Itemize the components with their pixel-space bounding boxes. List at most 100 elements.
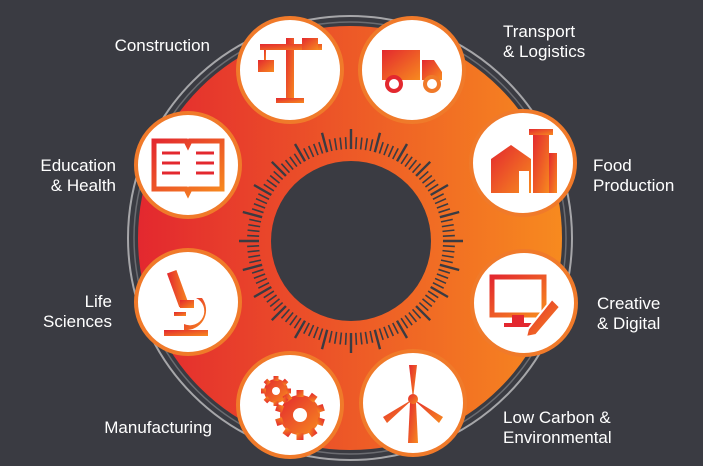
manufacturing-node[interactable] [236,351,344,459]
ring-tick [439,263,460,272]
ring-tick [333,138,338,151]
ring-tick [387,324,395,337]
ring-tick [415,305,432,322]
ring-tick [248,223,261,228]
microscope-icon [164,270,208,336]
ring-tick [442,245,455,248]
ring-tick [280,308,291,319]
ring-tick [424,179,436,188]
ring-tick [400,317,409,329]
food-node[interactable] [469,109,577,217]
transport-node[interactable] [358,16,466,124]
lowcarbon-node[interactable] [359,349,467,457]
ring-tick [392,322,399,335]
ring-tick [432,282,445,289]
truck-icon [382,50,442,93]
ring-tick [255,197,268,205]
ring-tick [318,141,324,154]
ring-tick [293,320,307,339]
ring-tick [263,290,275,299]
ring-tick [273,170,284,181]
ring-tick [255,277,268,285]
ring-tick [242,263,263,272]
ring-tick [442,234,455,237]
ring-tick [408,159,418,171]
gear-tooth [263,396,271,404]
ring-tick [284,159,294,171]
ring-tick [404,314,413,326]
ring-tick [411,308,422,319]
lifesciences-node[interactable] [134,248,242,356]
ring-tick [312,326,319,339]
label-lowcarbon: Low Carbon & Environmental [503,408,612,447]
gear-tooth [296,390,304,397]
ring-tick [430,285,449,299]
label-lifesciences: Life Sciences [43,292,112,331]
ring-tick [289,314,298,326]
ring-tick [303,322,310,335]
gear-tooth [263,378,271,386]
ring-tick [318,328,324,341]
ring-tick [293,143,307,162]
wind-turbine-icon [383,365,443,443]
ring-tick [369,139,374,152]
ring-tick [395,320,409,339]
gears-icon [261,376,325,440]
ring-tick [247,229,260,233]
ring-tick [242,210,263,219]
construction-node[interactable] [236,16,344,124]
ring-tick [364,138,369,151]
ring-tick [307,324,315,337]
ring-tick [247,249,260,253]
gear-tooth [275,417,284,427]
label-creative: Creative & Digital [597,294,661,333]
education-node[interactable] [134,111,242,219]
ring-tick [263,183,275,192]
ring-tick [438,268,451,274]
ring-tick [328,330,333,343]
ring-tick [383,326,390,339]
outer-halo-ring-2 [133,21,567,455]
gear-tooth [296,433,304,440]
ring-tick [373,132,382,153]
book-icon [151,138,225,199]
ring-tick [418,170,429,181]
ring-tick [266,179,278,188]
gear-tooth [282,427,293,438]
ring-tick [369,330,374,343]
ring-tick [320,329,329,350]
ring-tick [359,332,363,345]
ring-tick [430,183,449,197]
ring-tick [303,147,310,160]
ring-tick [421,298,433,308]
ring-tick [344,332,347,345]
ring-tick [251,268,264,274]
ring-tick [247,245,260,248]
creative-node[interactable] [470,249,578,357]
ring-tick [434,197,447,205]
ring-tick [359,137,363,150]
ring-tick [439,210,460,219]
ring-tick [249,259,262,264]
ring-tick [436,273,449,280]
gear-tooth [307,392,318,403]
ring-tick [424,294,436,303]
ring-tick [257,193,270,200]
ring-tick [293,153,302,165]
ring-tick [333,331,338,344]
ring-tick [339,332,343,345]
ring-tick [257,282,270,289]
ring-tick [441,223,454,228]
ring-tick [355,332,358,345]
gear-tooth [316,403,325,413]
gear-tooth [261,388,266,394]
ring-tick [418,301,429,312]
label-manufacturing: Manufacturing [104,418,212,437]
ring-tick [400,153,409,165]
ring-tick [253,202,266,209]
ring-tick [440,259,453,264]
ring-tick [248,254,261,259]
ring-tick [253,273,266,280]
ring-tick [269,174,281,184]
